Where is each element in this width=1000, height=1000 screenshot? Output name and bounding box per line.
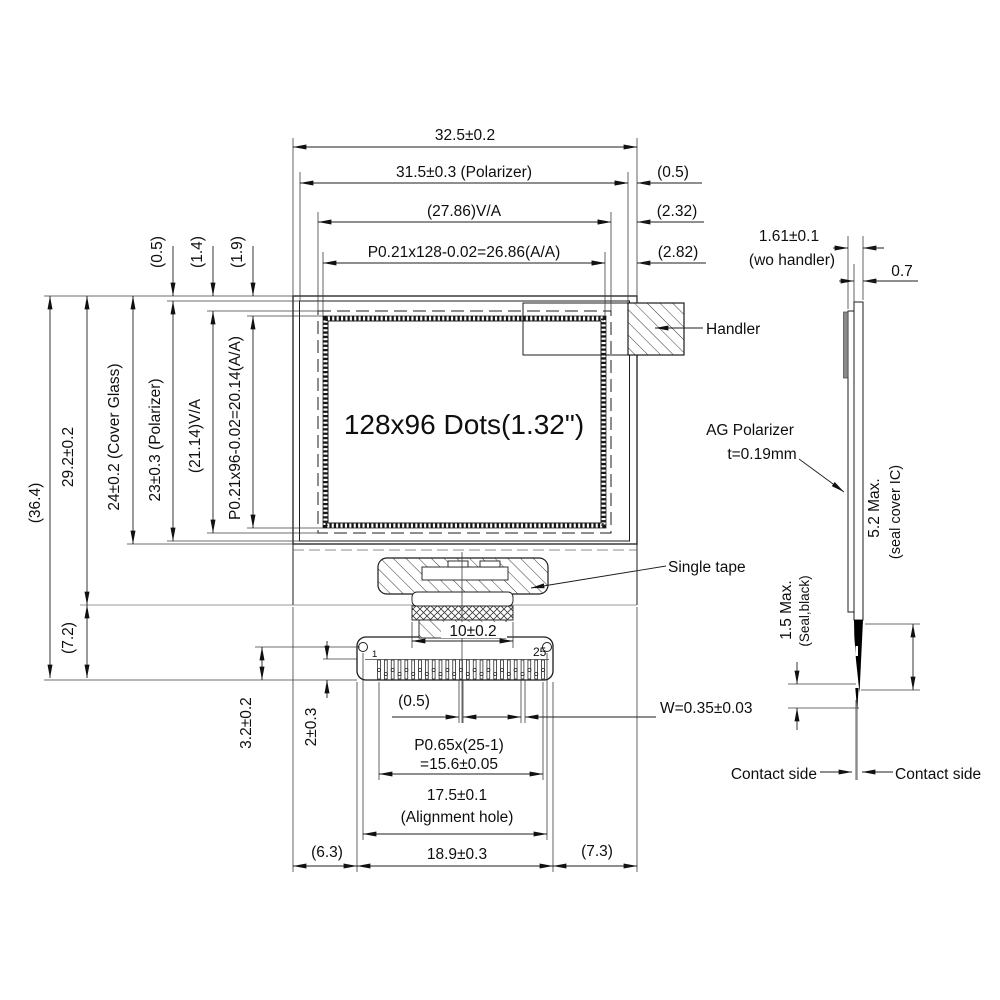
dim-aa-height: P0.21x96-0.02=20.14(A/A)	[227, 336, 244, 520]
side-polarizer-layer	[847, 310, 855, 613]
contact-side-right-label: Contact side	[895, 766, 981, 783]
dim-va-width: (27.86)V/A	[427, 203, 502, 220]
dim-seal-ic-line1: 5.2 Max.	[866, 478, 883, 537]
dim-fpc-region-height: (7.2)	[60, 622, 77, 654]
seal-crosshatch-band	[411, 605, 514, 621]
alignment-hole-right	[542, 642, 552, 652]
dim-hole-offset: 3.2±0.2	[238, 697, 255, 749]
dim-seal-black-line2: (Seal,black)	[797, 575, 812, 646]
polarizer-outline	[299, 300, 630, 542]
ag-polarizer-label-line1: AG Polarizer	[706, 422, 794, 439]
dim-right-margin: (7.3)	[581, 843, 613, 860]
cover-glass-outline	[292, 295, 638, 545]
dim-seal-black-line1: 1.5 Max.	[778, 580, 795, 639]
side-view	[788, 236, 920, 780]
dim-hole-distance-line1: 17.5±0.1	[427, 787, 487, 804]
dim-thickness-note: (wo handler)	[749, 252, 835, 269]
ag-polarizer-label-line2: t=0.19mm	[727, 446, 796, 463]
dim-gap-polarizer-top: (0.5)	[149, 236, 166, 268]
single-tape-label: Single tape	[668, 559, 746, 576]
dim-pin-gap: (0.5)	[398, 693, 430, 710]
dim-overall-height: (36.4)	[27, 483, 44, 524]
fpc-connector	[356, 636, 554, 681]
fpc-neck-upper	[411, 591, 514, 607]
tape-notch-left	[447, 560, 469, 568]
handler-label: Handler	[706, 321, 760, 338]
dim-overall-width: 32.5±0.2	[435, 127, 495, 144]
active-area-outer-edge	[322, 315, 607, 529]
side-seal-notch	[855, 646, 858, 656]
tape-window	[421, 566, 509, 581]
extension-lines	[44, 138, 638, 872]
dim-aa-width: P0.21x128-0.02=26.86(A/A)	[368, 244, 561, 261]
dim-pin-offset: 2±0.3	[303, 708, 320, 747]
dim-gap-va-top: (1.4)	[189, 236, 206, 268]
dim-va-height: (21.14)V/A	[187, 398, 204, 473]
pin-number-first: 1	[372, 649, 377, 660]
tape-notch-right	[479, 560, 501, 568]
dim-polarizer-height: 23±0.3 (Polarizer)	[147, 378, 164, 501]
side-handler-strip	[843, 311, 849, 379]
annotations: 32.5±0.2 31.5±0.3 (Polarizer) (0.5) (27.…	[27, 127, 981, 863]
dim-glass-thickness: 0.7	[891, 263, 913, 280]
dimension-lines	[47, 144, 706, 869]
active-area-inner-edge	[327, 320, 602, 524]
dim-thickness: 1.61±0.1	[759, 228, 819, 245]
dim-seal-ic-line2: (seal cover IC)	[888, 465, 904, 559]
ag-polarizer-leader-arrow	[798, 458, 845, 493]
dim-tape-neck-width: 10±0.2	[449, 623, 496, 640]
display-resolution-label: 128x96 Dots(1.32")	[344, 409, 584, 440]
side-seal-wedge	[854, 620, 863, 693]
dim-gap-va-right: (2.32)	[657, 203, 698, 220]
pin-number-last: 25	[533, 645, 547, 659]
dim-glass-total-height: 29.2±0.2	[60, 427, 77, 487]
dim-left-margin: (6.3)	[311, 844, 343, 861]
side-seal-tip	[855, 688, 859, 710]
dim-gap-polarizer-right: (0.5)	[657, 164, 689, 181]
viewing-area-outline	[317, 310, 612, 534]
leader-lines	[530, 325, 893, 775]
handler-hatched-block	[627, 302, 685, 356]
fpc-pins	[376, 659, 546, 680]
dim-polarizer-width: 31.5±0.3 (Polarizer)	[396, 164, 532, 181]
dim-cover-glass-height: 24±0.2 (Cover Glass)	[106, 363, 123, 510]
dim-pin-width: W=0.35±0.03	[660, 700, 753, 717]
dim-pin-pitch-line2: =15.6±0.05	[420, 756, 498, 773]
single-tape-leader-arrow	[530, 565, 667, 589]
dim-fpc-width: 18.9±0.3	[427, 846, 487, 863]
dim-hole-distance-line2: (Alignment hole)	[401, 809, 514, 826]
dim-gap-aa-right: (2.82)	[658, 244, 699, 261]
dim-gap-aa-top: (1.9)	[229, 236, 246, 268]
front-view	[80, 295, 685, 723]
handler-block	[522, 302, 685, 356]
dim-pin-pitch-line1: P0.65x(25-1)	[414, 737, 504, 754]
tape-width-label-backing	[441, 622, 507, 638]
contact-side-left-label: Contact side	[731, 766, 817, 783]
